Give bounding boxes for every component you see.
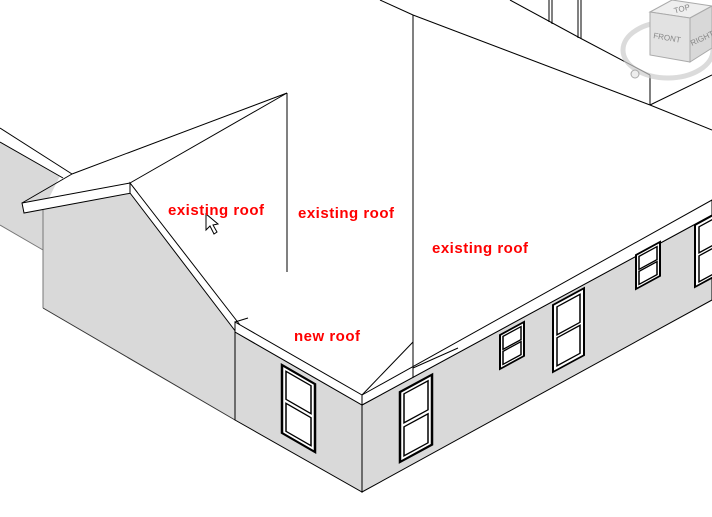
label-existing-roof-left: existing roof [168, 202, 265, 219]
window-right-1 [398, 372, 434, 464]
right-wall [361, 15, 712, 493]
window-right-5 [694, 207, 712, 289]
label-new-roof: new roof [294, 328, 361, 345]
viewcube-top-label: TOP [673, 3, 691, 16]
window-right-4 [635, 240, 661, 291]
viewcube[interactable] [620, 0, 712, 81]
viewcube-home-icon [630, 69, 640, 79]
viewcube-right-face [689, 5, 712, 63]
left-wing [0, 127, 73, 251]
label-existing-roof-center: existing roof [298, 205, 395, 222]
windows [280, 207, 712, 464]
upper-roof-lines [379, 0, 712, 131]
label-existing-roof-right: existing roof [432, 240, 529, 257]
mouse-cursor-icon [205, 212, 220, 235]
window-front [280, 363, 317, 455]
window-right-2 [499, 320, 525, 371]
gable-wall [21, 92, 288, 421]
window-right-3 [552, 286, 585, 374]
